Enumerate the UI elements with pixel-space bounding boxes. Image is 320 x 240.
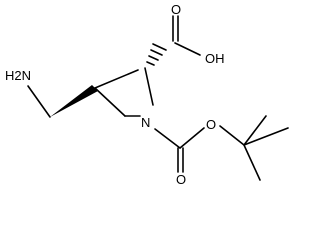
atom-label-acid-o: O xyxy=(171,2,181,17)
bond-ch2-nh2 xyxy=(27,85,51,118)
boc-group: O O xyxy=(154,115,289,184)
atom-label-oh: OH xyxy=(205,51,225,66)
bond-acid-c-oh xyxy=(174,42,201,56)
hashed-bond-c2 xyxy=(146,43,167,66)
structure-diagram: H2N O OH N O O xyxy=(5,2,289,184)
bond-ester-o-tert-c xyxy=(219,125,245,146)
carboxylic-acid-group: O OH xyxy=(146,2,225,66)
atom-label-ring-n: N xyxy=(141,115,150,130)
bond-n1-c2 xyxy=(144,67,154,106)
atom-label-nh2: H2N xyxy=(5,68,31,83)
atom-label-carbamate-o-ester: O xyxy=(206,117,216,132)
bond-tert-c-methyl-1 xyxy=(243,115,267,146)
bond-c4-c5 xyxy=(94,87,126,117)
bond-tert-c-methyl-3 xyxy=(243,144,261,181)
bond-tert-c-methyl-2 xyxy=(243,127,289,146)
wedge-bond-c4 xyxy=(50,85,98,117)
atom-label-carbamate-o-double: O xyxy=(176,172,186,184)
bond-c2-c3 xyxy=(94,69,139,89)
bond-n1-carbonyl-c xyxy=(154,128,181,149)
pyrrolidine-ring xyxy=(94,67,154,117)
bond-carbamate-c-o-ester xyxy=(179,127,205,149)
aminomethyl-group: H2N xyxy=(5,68,98,118)
